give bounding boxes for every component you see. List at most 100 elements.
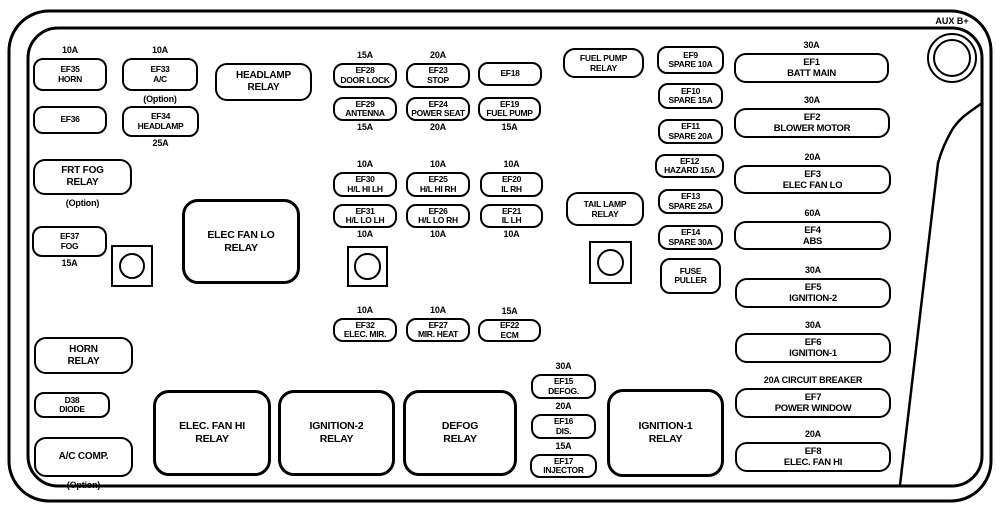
- screw-center-icon: [347, 246, 388, 287]
- component-label-line: EF27: [428, 319, 448, 330]
- amp-rating-label: 30A: [803, 40, 820, 50]
- component-label-line: EF12: [679, 155, 700, 166]
- amp-rating-label: 20A: [804, 152, 821, 162]
- component-label-line: IGNITION-1: [638, 420, 693, 432]
- component-label-line: BLOWER MOTOR: [773, 123, 851, 134]
- component-label-line: RELAY: [648, 433, 683, 445]
- amp-rating-label: 25A: [152, 138, 169, 148]
- component-label-line: EF11: [681, 121, 700, 131]
- component-label-line: EF32: [355, 319, 375, 330]
- amp-rating-label: 60A: [804, 208, 821, 218]
- component-label-line: RELAY: [591, 209, 619, 219]
- component-label-line: ELEC. MIR.: [343, 329, 387, 339]
- ac-comp: A/C COMP.: [34, 437, 133, 477]
- component-label-line: EF4: [804, 224, 821, 236]
- component-label-line: EF37: [59, 231, 80, 241]
- component-label-line: RELAY: [589, 63, 618, 73]
- amp-rating-label: 15A: [555, 441, 572, 451]
- component-label-line: EF7: [804, 392, 822, 403]
- amp-rating-label: 10A: [152, 45, 168, 55]
- component-label-line: ELEC FAN LO: [207, 228, 275, 241]
- amp-rating-label: 10A: [503, 229, 520, 239]
- panel-inner-border: [26, 26, 984, 488]
- component-label-line: HEADLAMP: [235, 70, 292, 81]
- component-label-line: EF28: [355, 65, 375, 75]
- aux-b-plus-terminal-icon: [927, 33, 977, 83]
- amp-rating-label: 15A: [501, 306, 518, 316]
- component-label-line: EF20: [501, 174, 522, 184]
- component-label-line: DEFOG.: [548, 385, 579, 396]
- component-label-line: STOP: [427, 74, 449, 85]
- component-label-line: EF5: [804, 282, 822, 293]
- component-label-line: ECM: [500, 329, 519, 340]
- component-label-line: RELAY: [247, 82, 280, 93]
- component-label-line: ABS: [802, 235, 823, 247]
- component-label-line: ANTENNA: [345, 108, 385, 118]
- component-label-line: EF18: [500, 68, 520, 79]
- amp-rating-label: 10A: [430, 229, 446, 239]
- amp-rating-label: 20A: [555, 401, 572, 411]
- component-label-line: EF6: [804, 337, 822, 348]
- component-label-line: ELEC FAN LO: [782, 179, 843, 191]
- component-label-line: FUSE: [679, 265, 702, 276]
- component-label-line: RELAY: [443, 433, 477, 445]
- component-label-line: EF24: [428, 98, 448, 109]
- option-note-label: (Option): [66, 480, 101, 490]
- amp-rating-label: 10A: [430, 305, 446, 315]
- amp-rating-label: 30A: [805, 320, 821, 330]
- component-label-line: MIR. HEAT: [417, 329, 459, 339]
- component-label-line: DEFOG: [441, 420, 479, 432]
- component-label-line: HEADLAMP: [137, 120, 184, 131]
- option-note-label: (Option): [65, 198, 100, 208]
- option-note-label: (Option): [143, 94, 177, 104]
- component-label-line: A/C COMP.: [58, 451, 109, 462]
- screw-right-circle-icon: [596, 248, 625, 277]
- component-label-line: RELAY: [319, 433, 354, 445]
- component-label-line: BATT MAIN: [787, 68, 836, 79]
- component-label-line: H/L LO LH: [345, 215, 385, 225]
- component-label-line: EF15: [553, 376, 574, 386]
- component-label-line: A/C: [153, 73, 167, 84]
- component-label-line: ELEC. FAN HI: [179, 420, 245, 432]
- component-label-line: HAZARD 15A: [664, 165, 715, 175]
- component-label-line: FOG: [60, 240, 79, 251]
- component-label-line: RELAY: [224, 241, 258, 254]
- screw-left-icon: [111, 245, 153, 287]
- component-label-line: DOOR LOCK: [340, 74, 390, 85]
- amp-rating-label: 20A: [430, 50, 446, 60]
- component-label-line: IL LH: [501, 215, 522, 225]
- component-label-line: EF33: [150, 64, 170, 74]
- component-label-line: FUEL PUMP: [486, 108, 533, 118]
- component-label-line: PULLER: [674, 275, 707, 285]
- component-label-line: SPARE 15A: [668, 95, 713, 105]
- component-label-line: EF9: [683, 49, 698, 60]
- component-label-line: EF30: [355, 174, 375, 184]
